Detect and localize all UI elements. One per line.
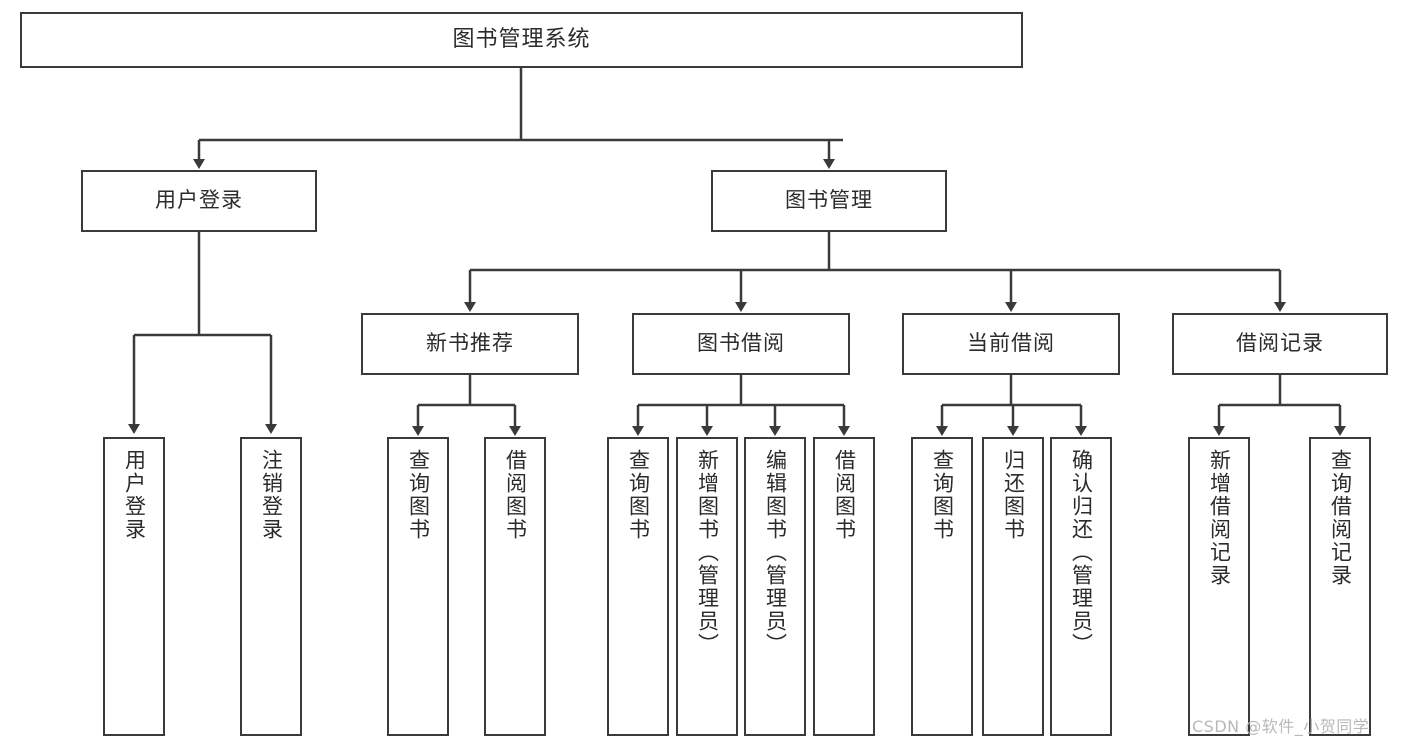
- node-new-book-recommend[interactable]: 新书推荐: [361, 313, 579, 375]
- node-current-borrow-label: 当前借阅: [967, 331, 1055, 356]
- node-user-login[interactable]: 用户登录: [81, 170, 317, 232]
- node-leaf-user-login[interactable]: 用户登录: [103, 437, 165, 736]
- node-leaf-query-book-3[interactable]: 查询图书: [911, 437, 973, 736]
- node-leaf-borrow-book-2-label: 借阅图书: [832, 449, 857, 541]
- node-current-borrow[interactable]: 当前借阅: [902, 313, 1120, 375]
- node-book-manage[interactable]: 图书管理: [711, 170, 947, 232]
- node-root-label: 图书管理系统: [452, 26, 591, 52]
- node-leaf-query-book-2-label: 查询图书: [626, 449, 651, 541]
- node-leaf-query-book-3-label: 查询图书: [930, 449, 955, 541]
- node-leaf-query-book-1[interactable]: 查询图书: [387, 437, 449, 736]
- node-new-book-recommend-label: 新书推荐: [426, 331, 514, 356]
- node-leaf-confirm-return[interactable]: 确认归还（管理员）: [1050, 437, 1112, 736]
- node-leaf-add-book-label: 新增图书（管理员）: [695, 449, 720, 656]
- node-leaf-return-book-label: 归还图书: [1001, 449, 1026, 541]
- node-leaf-query-book-2[interactable]: 查询图书: [607, 437, 669, 736]
- node-leaf-add-book[interactable]: 新增图书（管理员）: [676, 437, 738, 736]
- node-leaf-confirm-return-label: 确认归还（管理员）: [1069, 449, 1094, 656]
- node-leaf-user-logout[interactable]: 注销登录: [240, 437, 302, 736]
- node-book-borrow[interactable]: 图书借阅: [632, 313, 850, 375]
- node-borrow-record-label: 借阅记录: [1236, 331, 1324, 356]
- node-root[interactable]: 图书管理系统: [20, 12, 1023, 68]
- csdn-watermark: CSDN @软件_小贺同学: [1192, 717, 1370, 736]
- node-leaf-add-record[interactable]: 新增借阅记录: [1188, 437, 1250, 736]
- node-book-manage-label: 图书管理: [785, 188, 873, 213]
- node-leaf-borrow-book-2[interactable]: 借阅图书: [813, 437, 875, 736]
- node-leaf-borrow-book-1-label: 借阅图书: [503, 449, 528, 541]
- node-leaf-query-book-1-label: 查询图书: [406, 449, 431, 541]
- node-leaf-return-book[interactable]: 归还图书: [982, 437, 1044, 736]
- node-leaf-edit-book-label: 编辑图书（管理员）: [763, 449, 788, 656]
- node-leaf-user-logout-label: 注销登录: [259, 449, 284, 541]
- node-leaf-add-record-label: 新增借阅记录: [1207, 449, 1232, 587]
- node-leaf-query-record[interactable]: 查询借阅记录: [1309, 437, 1371, 736]
- node-user-login-label: 用户登录: [155, 188, 243, 213]
- node-leaf-query-record-label: 查询借阅记录: [1328, 449, 1353, 587]
- node-leaf-borrow-book-1[interactable]: 借阅图书: [484, 437, 546, 736]
- node-leaf-edit-book[interactable]: 编辑图书（管理员）: [744, 437, 806, 736]
- node-book-borrow-label: 图书借阅: [697, 331, 785, 356]
- node-borrow-record[interactable]: 借阅记录: [1172, 313, 1388, 375]
- node-leaf-user-login-label: 用户登录: [122, 449, 147, 541]
